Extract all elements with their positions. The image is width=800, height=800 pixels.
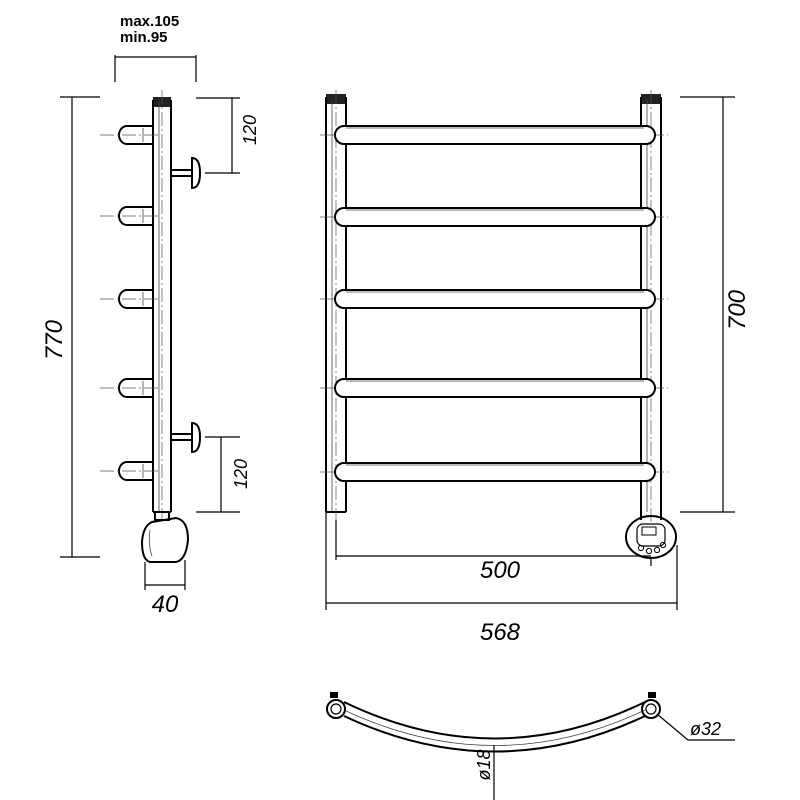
width-568-label: 568: [480, 619, 521, 646]
left-post-section: [326, 692, 346, 719]
depth-min-label: min.95: [120, 29, 168, 46]
bottom-offset-label: 120: [231, 459, 251, 489]
width-500-label: 500: [480, 557, 521, 584]
height-700-label: 700: [724, 289, 751, 330]
bottom-offset-dimension: 120: [196, 436, 251, 513]
top-offset-label: 120: [240, 115, 260, 145]
side-rung-ends: [100, 125, 160, 481]
post-diameter-callout: ø32: [656, 713, 735, 741]
front-view: 700 500 568: [320, 90, 751, 646]
curved-rung: [343, 701, 646, 753]
right-post-section: [641, 692, 661, 719]
top-offset-dimension: 120: [196, 97, 260, 174]
post-diameter-label: ø32: [690, 719, 721, 739]
depth-dimension: max.105 min.95: [114, 13, 197, 82]
rung-diameter-callout: ø18: [474, 745, 495, 800]
height-700-dimension: 700: [680, 96, 751, 513]
heater-width-dimension: 40: [144, 560, 186, 618]
heater-width-label: 40: [152, 591, 179, 618]
height-770-label: 770: [41, 319, 68, 360]
side-post: [152, 90, 172, 520]
overall-height-dimension: 770: [41, 96, 100, 558]
width-568-dimension: 568: [325, 512, 678, 646]
wall-mounts: [171, 156, 202, 454]
plan-view: ø18 ø32: [326, 692, 735, 800]
side-heater: [140, 511, 190, 563]
side-view: max.105 min.95 770: [41, 13, 260, 618]
rung-diameter-label: ø18: [474, 749, 494, 780]
width-500-dimension: 500: [335, 520, 652, 584]
rungs: [320, 125, 668, 482]
depth-max-label: max.105: [120, 13, 179, 30]
